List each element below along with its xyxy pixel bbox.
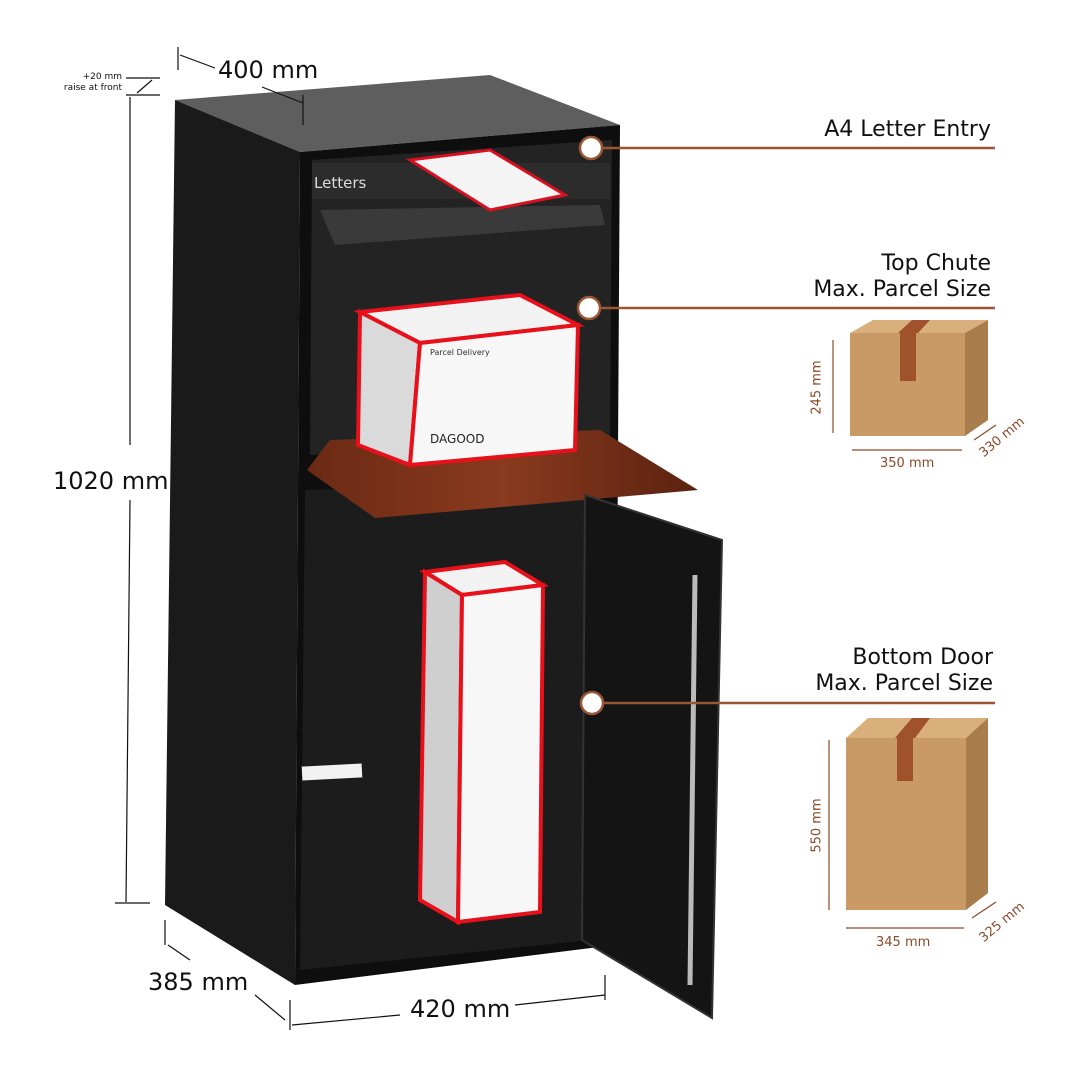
tall-parcel (455, 582, 546, 925)
letter (405, 148, 570, 212)
parcel-title: Parcel Delivery (430, 348, 490, 357)
top-box-height: 245 mm (809, 360, 825, 415)
bottom-box-height: 550 mm (809, 798, 825, 853)
depth-top-dimension: 400 mm (218, 56, 319, 84)
door-handle (687, 574, 698, 986)
callout-marker-letter (578, 135, 604, 161)
interior-handle (301, 763, 363, 781)
top-parcel (407, 322, 581, 468)
top-box-illustration (832, 320, 997, 451)
top-box-width: 350 mm (880, 456, 935, 471)
height-dimension: 1020 mm (53, 467, 169, 495)
callout-bottom-door-line1: Bottom Door (852, 645, 993, 670)
callout-letter-entry: A4 Letter Entry (824, 117, 991, 143)
cabinet-side (165, 100, 300, 985)
callout-letter-entry-text: A4 Letter Entry (824, 117, 991, 142)
callout-top-chute-line2: Max. Parcel Size (813, 277, 991, 302)
raise-note-line1: +20 mm (82, 72, 122, 82)
cabinet-top (175, 75, 620, 152)
letters-slot-label: Letters (314, 174, 367, 192)
letter-flap (320, 205, 605, 245)
callout-bottom-door-line2: Max. Parcel Size (815, 671, 993, 696)
bottom-door (580, 493, 724, 1020)
callout-top-chute-line1: Top Chute (881, 251, 991, 276)
raise-note-line2: raise at front (63, 83, 122, 93)
depth-bottom-dimension: 385 mm (148, 968, 249, 996)
callout-marker-top-chute (576, 295, 602, 321)
callout-marker-bottom-door (579, 690, 605, 716)
bottom-box-width: 345 mm (876, 935, 931, 950)
bottom-box-illustration (828, 718, 997, 929)
width-dimension: 420 mm (410, 995, 511, 1023)
parcel-brand: DAGOOD (430, 432, 485, 446)
